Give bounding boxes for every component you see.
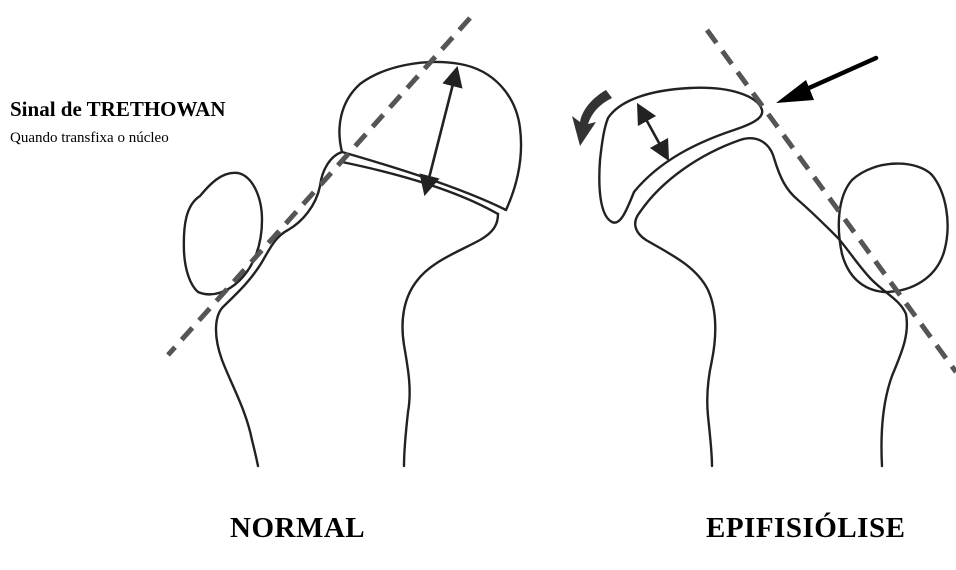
normal-femur-outline xyxy=(216,152,342,466)
rotation-arrow-icon xyxy=(572,90,612,146)
sign-subtitle: Quando transfixa o núcleo xyxy=(10,130,169,147)
pointer-arrow-icon xyxy=(776,80,814,103)
normal-acetabulum xyxy=(184,173,262,295)
normal-head-height-arrow xyxy=(427,76,455,186)
slipped-femoral-head xyxy=(599,88,762,223)
slipped-acetabulum xyxy=(839,164,948,292)
sign-title: Sinal de TRETHOWAN xyxy=(10,97,226,122)
normal-caption: NORMAL xyxy=(230,512,365,545)
normal-shaft-inner xyxy=(403,214,499,466)
pointer-arrow-shaft xyxy=(800,58,876,92)
slipped-femur-outline xyxy=(640,138,907,466)
slipped-shaft-inner xyxy=(635,212,715,466)
epifisiolise-hip xyxy=(572,30,956,466)
epifisiolise-caption: EPIFISIÓLISE xyxy=(706,512,905,545)
normal-hip xyxy=(168,18,521,466)
normal-physis xyxy=(342,162,498,214)
slipped-klein-line xyxy=(707,30,956,372)
slipped-head-height-arrow xyxy=(642,112,664,152)
